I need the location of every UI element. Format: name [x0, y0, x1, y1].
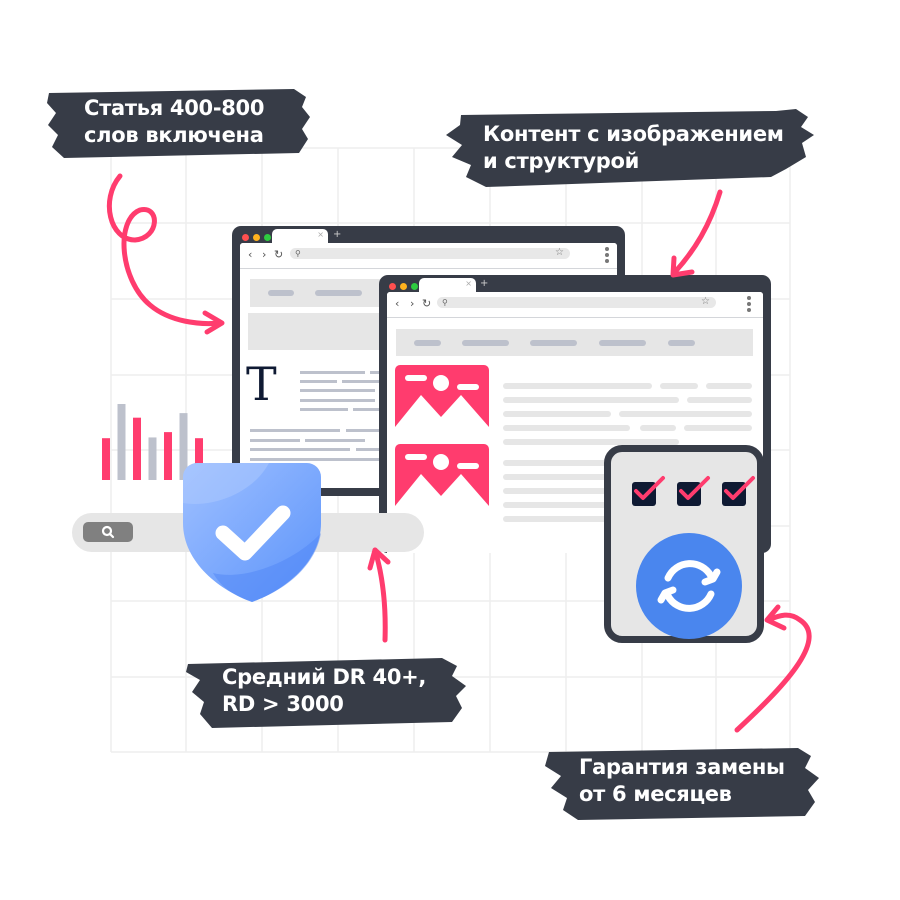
- new-tab-icon[interactable]: +: [480, 278, 489, 289]
- chart-bar: [179, 413, 188, 480]
- window-controls: [242, 234, 271, 241]
- label-article: Статья 400-800 слов включена: [44, 87, 314, 159]
- reload-icon[interactable]: ↻: [422, 297, 432, 310]
- image-placeholder-icon: [395, 444, 489, 506]
- maximize-dot[interactable]: [264, 234, 271, 241]
- chart-bar: [164, 432, 172, 480]
- browser-tab[interactable]: ×: [272, 229, 328, 243]
- menu-kebab-icon[interactable]: [747, 296, 751, 312]
- refresh-icon: [636, 533, 742, 639]
- label-guarantee-line-1: Гарантия замены: [579, 755, 785, 779]
- nav-link[interactable]: [268, 290, 294, 296]
- chart-bar: [148, 437, 157, 480]
- minimize-dot[interactable]: [400, 283, 407, 290]
- menu-kebab-icon[interactable]: [605, 247, 609, 263]
- label-metrics-line-2: RD > 3000: [222, 692, 344, 716]
- minimize-dot[interactable]: [253, 234, 260, 241]
- chart-bar: [117, 404, 126, 480]
- nav-strip: [396, 329, 753, 356]
- label-metrics: Средний DR 40+, RD > 3000: [182, 650, 470, 730]
- label-content-line-1: Контент с изображением: [483, 122, 784, 146]
- new-tab-icon[interactable]: +: [333, 229, 342, 240]
- checked-box-icon[interactable]: [721, 474, 757, 506]
- checked-box-icon[interactable]: [676, 474, 712, 506]
- search-icon: ⚲: [295, 249, 301, 258]
- browser-toolbar: ‹ › ↻ ⚲ ☆: [240, 243, 617, 269]
- browser-toolbar: ‹ › ↻ ⚲ ☆: [387, 292, 763, 318]
- label-content-line-2: и структурой: [483, 149, 640, 173]
- label-guarantee: Гарантия замены от 6 месяцев: [543, 740, 823, 822]
- search-icon: ⚲: [442, 298, 448, 307]
- nav-link[interactable]: [315, 290, 362, 296]
- label-article-line-2: слов включена: [84, 123, 264, 147]
- text-glyph-icon: T: [246, 357, 277, 411]
- image-placeholder-icon: [395, 365, 489, 427]
- search-button[interactable]: [83, 522, 133, 542]
- checked-box-icon[interactable]: [631, 474, 667, 506]
- nav-link[interactable]: [462, 340, 509, 346]
- label-guarantee-line-2: от 6 месяцев: [579, 782, 732, 806]
- forward-icon[interactable]: ›: [262, 248, 267, 261]
- window-controls: [389, 283, 418, 290]
- bookmark-star-icon[interactable]: ☆: [701, 296, 710, 307]
- label-metrics-line-1: Средний DR 40+,: [222, 665, 427, 689]
- search-icon: [101, 525, 115, 539]
- label-content: Контент с изображением и структурой: [446, 107, 818, 192]
- close-dot[interactable]: [389, 283, 396, 290]
- address-bar[interactable]: ⚲ ☆: [437, 296, 716, 308]
- bookmark-star-icon[interactable]: ☆: [555, 247, 564, 258]
- tab-close-icon[interactable]: ×: [465, 279, 472, 288]
- shield-check-icon: [183, 463, 321, 602]
- nav-link[interactable]: [599, 340, 646, 346]
- tab-close-icon[interactable]: ×: [317, 230, 324, 239]
- forward-icon[interactable]: ›: [410, 297, 415, 310]
- chart-bar: [195, 438, 203, 480]
- browser-body: ‹ › ↻ ⚲ ☆: [387, 292, 763, 553]
- maximize-dot[interactable]: [411, 283, 418, 290]
- reload-icon[interactable]: ↻: [274, 248, 284, 261]
- chart-bar: [133, 417, 141, 480]
- nav-link[interactable]: [530, 340, 577, 346]
- nav-link[interactable]: [668, 340, 695, 346]
- close-dot[interactable]: [242, 234, 249, 241]
- back-icon[interactable]: ‹: [395, 297, 400, 310]
- chart-bar: [102, 438, 110, 480]
- back-icon[interactable]: ‹: [248, 248, 253, 261]
- browser-tab[interactable]: ×: [419, 278, 476, 292]
- label-article-line-1: Статья 400-800: [84, 96, 265, 120]
- guarantee-card: [604, 445, 764, 643]
- nav-link[interactable]: [414, 340, 441, 346]
- address-bar[interactable]: ⚲ ☆: [290, 247, 570, 259]
- bar-chart-icon: [102, 404, 203, 480]
